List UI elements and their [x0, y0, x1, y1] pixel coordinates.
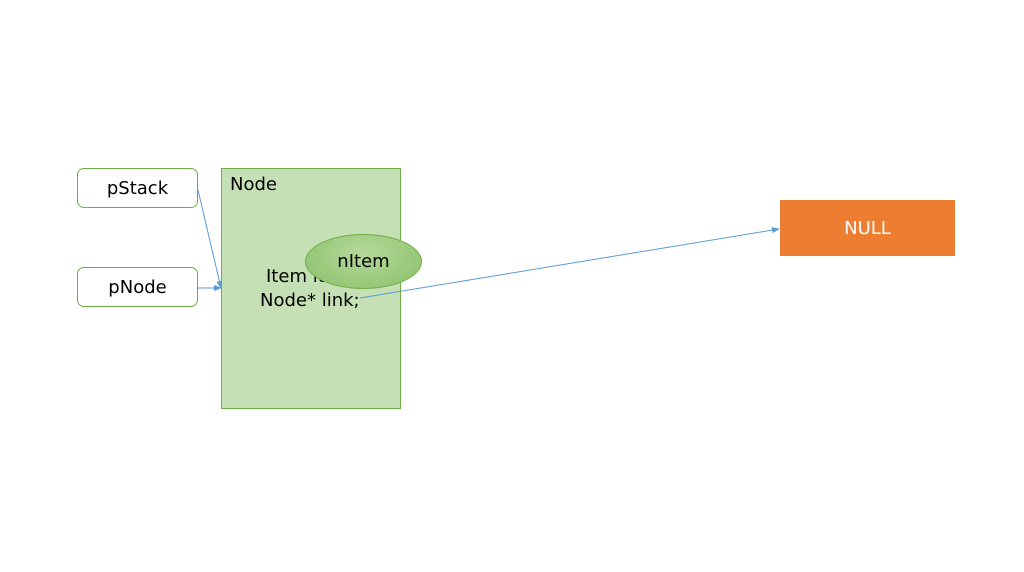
pstack-arrow	[197, 189, 223, 289]
node-title: Node	[230, 174, 277, 195]
nitem-label: nItem	[337, 251, 390, 272]
null-box: NULL	[780, 200, 955, 256]
pnode-label: pNode	[108, 276, 167, 298]
node-field-link: Node* link;	[260, 290, 360, 311]
nitem-ellipse: nItem	[305, 234, 422, 289]
link-arrow	[359, 227, 780, 299]
pstack-label: pStack	[106, 177, 169, 199]
pnode-pointer-box: pNode	[77, 267, 198, 307]
pstack-pointer-box: pStack	[77, 168, 198, 208]
null-label: NULL	[844, 217, 891, 239]
